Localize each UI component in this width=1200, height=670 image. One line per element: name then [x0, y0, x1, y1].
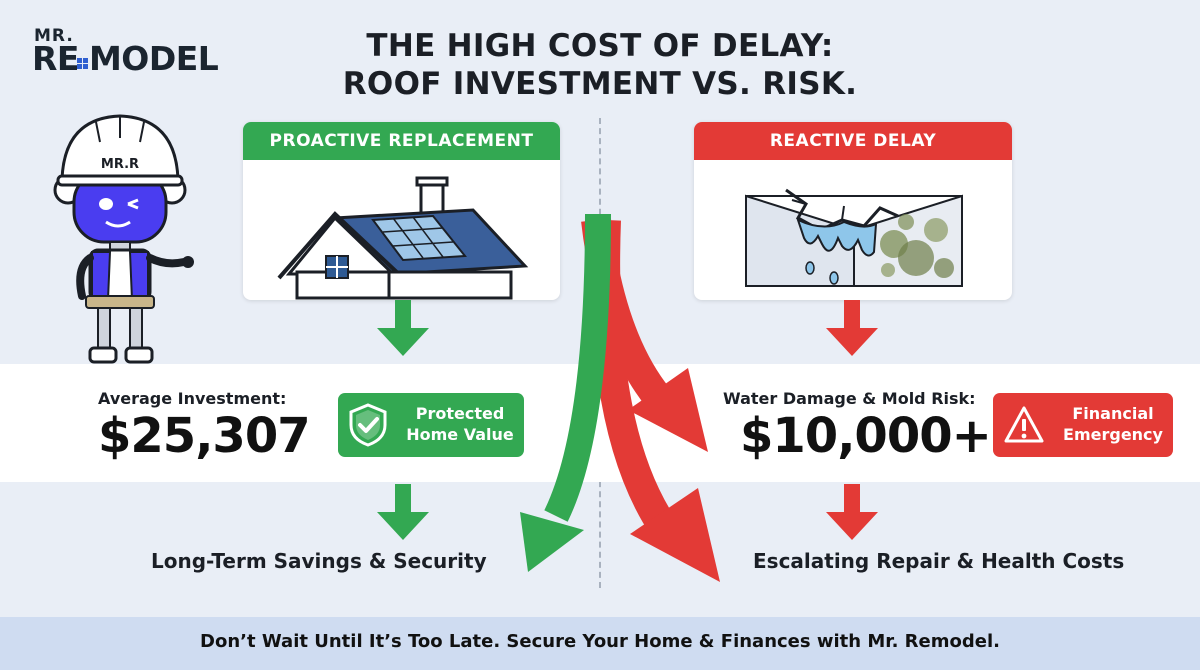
- left-outcome: Long-Term Savings & Security: [151, 549, 487, 573]
- title-line-2: ROOF INVESTMENT VS. RISK.: [342, 65, 858, 102]
- house-roof-icon: [277, 176, 529, 300]
- footer-banner: Don’t Wait Until It’s Too Late. Secure Y…: [0, 617, 1200, 670]
- investment-value: $25,307: [98, 408, 311, 464]
- logo-prefix: MR.: [34, 26, 74, 46]
- robot-mascot: MR.R: [53, 114, 194, 364]
- proactive-header: PROACTIVE REPLACEMENT: [243, 122, 560, 160]
- investment-label: Average Investment:: [98, 389, 287, 408]
- green-curve-arrow: [544, 213, 611, 522]
- mascot-hat-label: MR.R: [101, 157, 139, 172]
- protected-badge: Protected Home Value: [338, 393, 524, 457]
- warning-triangle-icon: [1004, 406, 1044, 443]
- emergency-badge-line-2: Emergency: [1063, 425, 1163, 444]
- reactive-card: REACTIVE DELAY: [694, 122, 1012, 300]
- logo-part-b: MODEL: [88, 39, 219, 78]
- page-title: THE HIGH COST OF DELAY: ROOF INVESTMENT …: [300, 28, 900, 104]
- risk-label: Water Damage & Mold Risk:: [723, 389, 976, 408]
- title-line-1: THE HIGH COST OF DELAY:: [366, 28, 834, 64]
- down-arrow-icon: [826, 300, 878, 356]
- right-outcome: Escalating Repair & Health Costs: [753, 549, 1125, 573]
- emergency-badge: Financial Emergency: [993, 393, 1173, 457]
- emergency-badge-line-1: Financial: [1072, 404, 1154, 424]
- reactive-header: REACTIVE DELAY: [694, 122, 1012, 160]
- down-arrow-icon: [377, 484, 429, 540]
- down-arrow-icon: [377, 300, 429, 356]
- logo-window-icon: [76, 58, 88, 69]
- protected-badge-line-2: Home Value: [406, 425, 514, 444]
- water-damage-mold-icon: [745, 188, 963, 287]
- protected-badge-line-1: Protected: [415, 404, 505, 424]
- proactive-card: PROACTIVE REPLACEMENT: [243, 122, 560, 300]
- logo-part-a: RE: [32, 39, 79, 78]
- down-arrow-icon: [826, 484, 878, 540]
- shield-check-icon: [349, 403, 387, 447]
- risk-value: $10,000+: [740, 408, 992, 464]
